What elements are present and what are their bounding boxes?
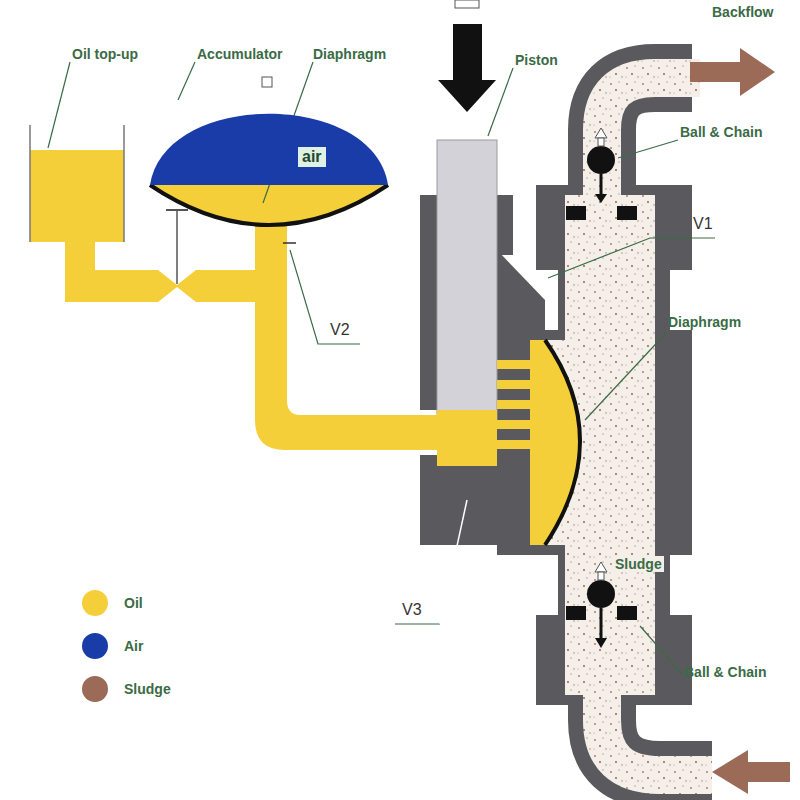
air-dome: air [150,85,388,185]
pump-part [566,562,637,648]
pump-part [712,750,790,794]
pump-part [530,340,580,545]
pump-part [437,140,497,420]
valve-label: V3 [402,602,422,618]
pump-part [123,125,125,242]
part-label: Diaphragm [668,314,741,330]
pump-part [420,195,437,410]
pump-part [595,638,607,648]
pump-part [29,125,31,242]
legend-swatch [82,590,108,616]
pump-part [600,608,603,640]
part-label: Diaphragm [313,46,386,62]
pump-part [670,270,692,330]
pump-part [178,62,195,100]
pump-part [566,206,586,220]
pump-part [617,606,637,620]
pump-part [440,500,467,624]
pump-part [617,206,637,220]
part-label: Ball & Chain [680,124,762,140]
pump-part [455,0,479,8]
pump-part [48,62,70,148]
pump-part [262,77,272,87]
pump-part [437,410,497,466]
pump-part [65,270,287,302]
part-label: Piston [515,52,558,68]
pump-part [595,128,607,138]
flow-label: Backflow [712,4,773,20]
pump-part [488,68,513,136]
pump-part [150,185,388,225]
pump-part [566,128,637,220]
pump-part [587,146,615,174]
tank-label: Oil top-up [72,46,138,62]
pump-part [263,62,313,203]
air-fill [150,114,388,185]
pump-part [497,195,513,255]
legend-text: Sludge [124,681,171,697]
pump-part [690,48,775,96]
pump-part [545,340,580,545]
pump-part [453,24,482,82]
valve-label: V1 [693,216,713,232]
pump-part [420,415,440,450]
pump-part [536,555,558,615]
legend-swatch [82,633,108,659]
pump-part [30,150,124,242]
fluid-label: Sludge [613,556,664,572]
pump-part [640,626,682,674]
pump-part [595,562,607,572]
pump-part [290,250,360,344]
pump-part [618,140,678,158]
part-label: Ball & Chain [684,664,766,680]
pump-part [48,62,715,674]
pump-part [598,572,604,580]
pump-part [566,606,586,620]
pump-part [583,270,623,340]
legend-text: Air [124,638,143,654]
part-label: Accumulator [197,46,283,62]
pump-part [587,580,615,608]
pump-part [670,555,692,615]
legend-swatch [82,676,108,702]
pump-part [158,287,196,302]
dome-shape [150,85,388,185]
legend-text: Oil [124,595,143,611]
pump-part [150,185,388,225]
pump-part [395,623,440,624]
pump-part [166,209,188,211]
pump-part [600,174,603,196]
pump-part [598,138,604,146]
pump-part [176,210,178,284]
pump-part [585,333,666,420]
pump-part [595,194,607,203]
pump-part [283,242,296,244]
pump-part [548,238,715,278]
air-label: air [298,147,326,167]
pump-part [438,80,496,112]
valve-label: V2 [330,322,350,338]
pump-part [255,215,440,450]
